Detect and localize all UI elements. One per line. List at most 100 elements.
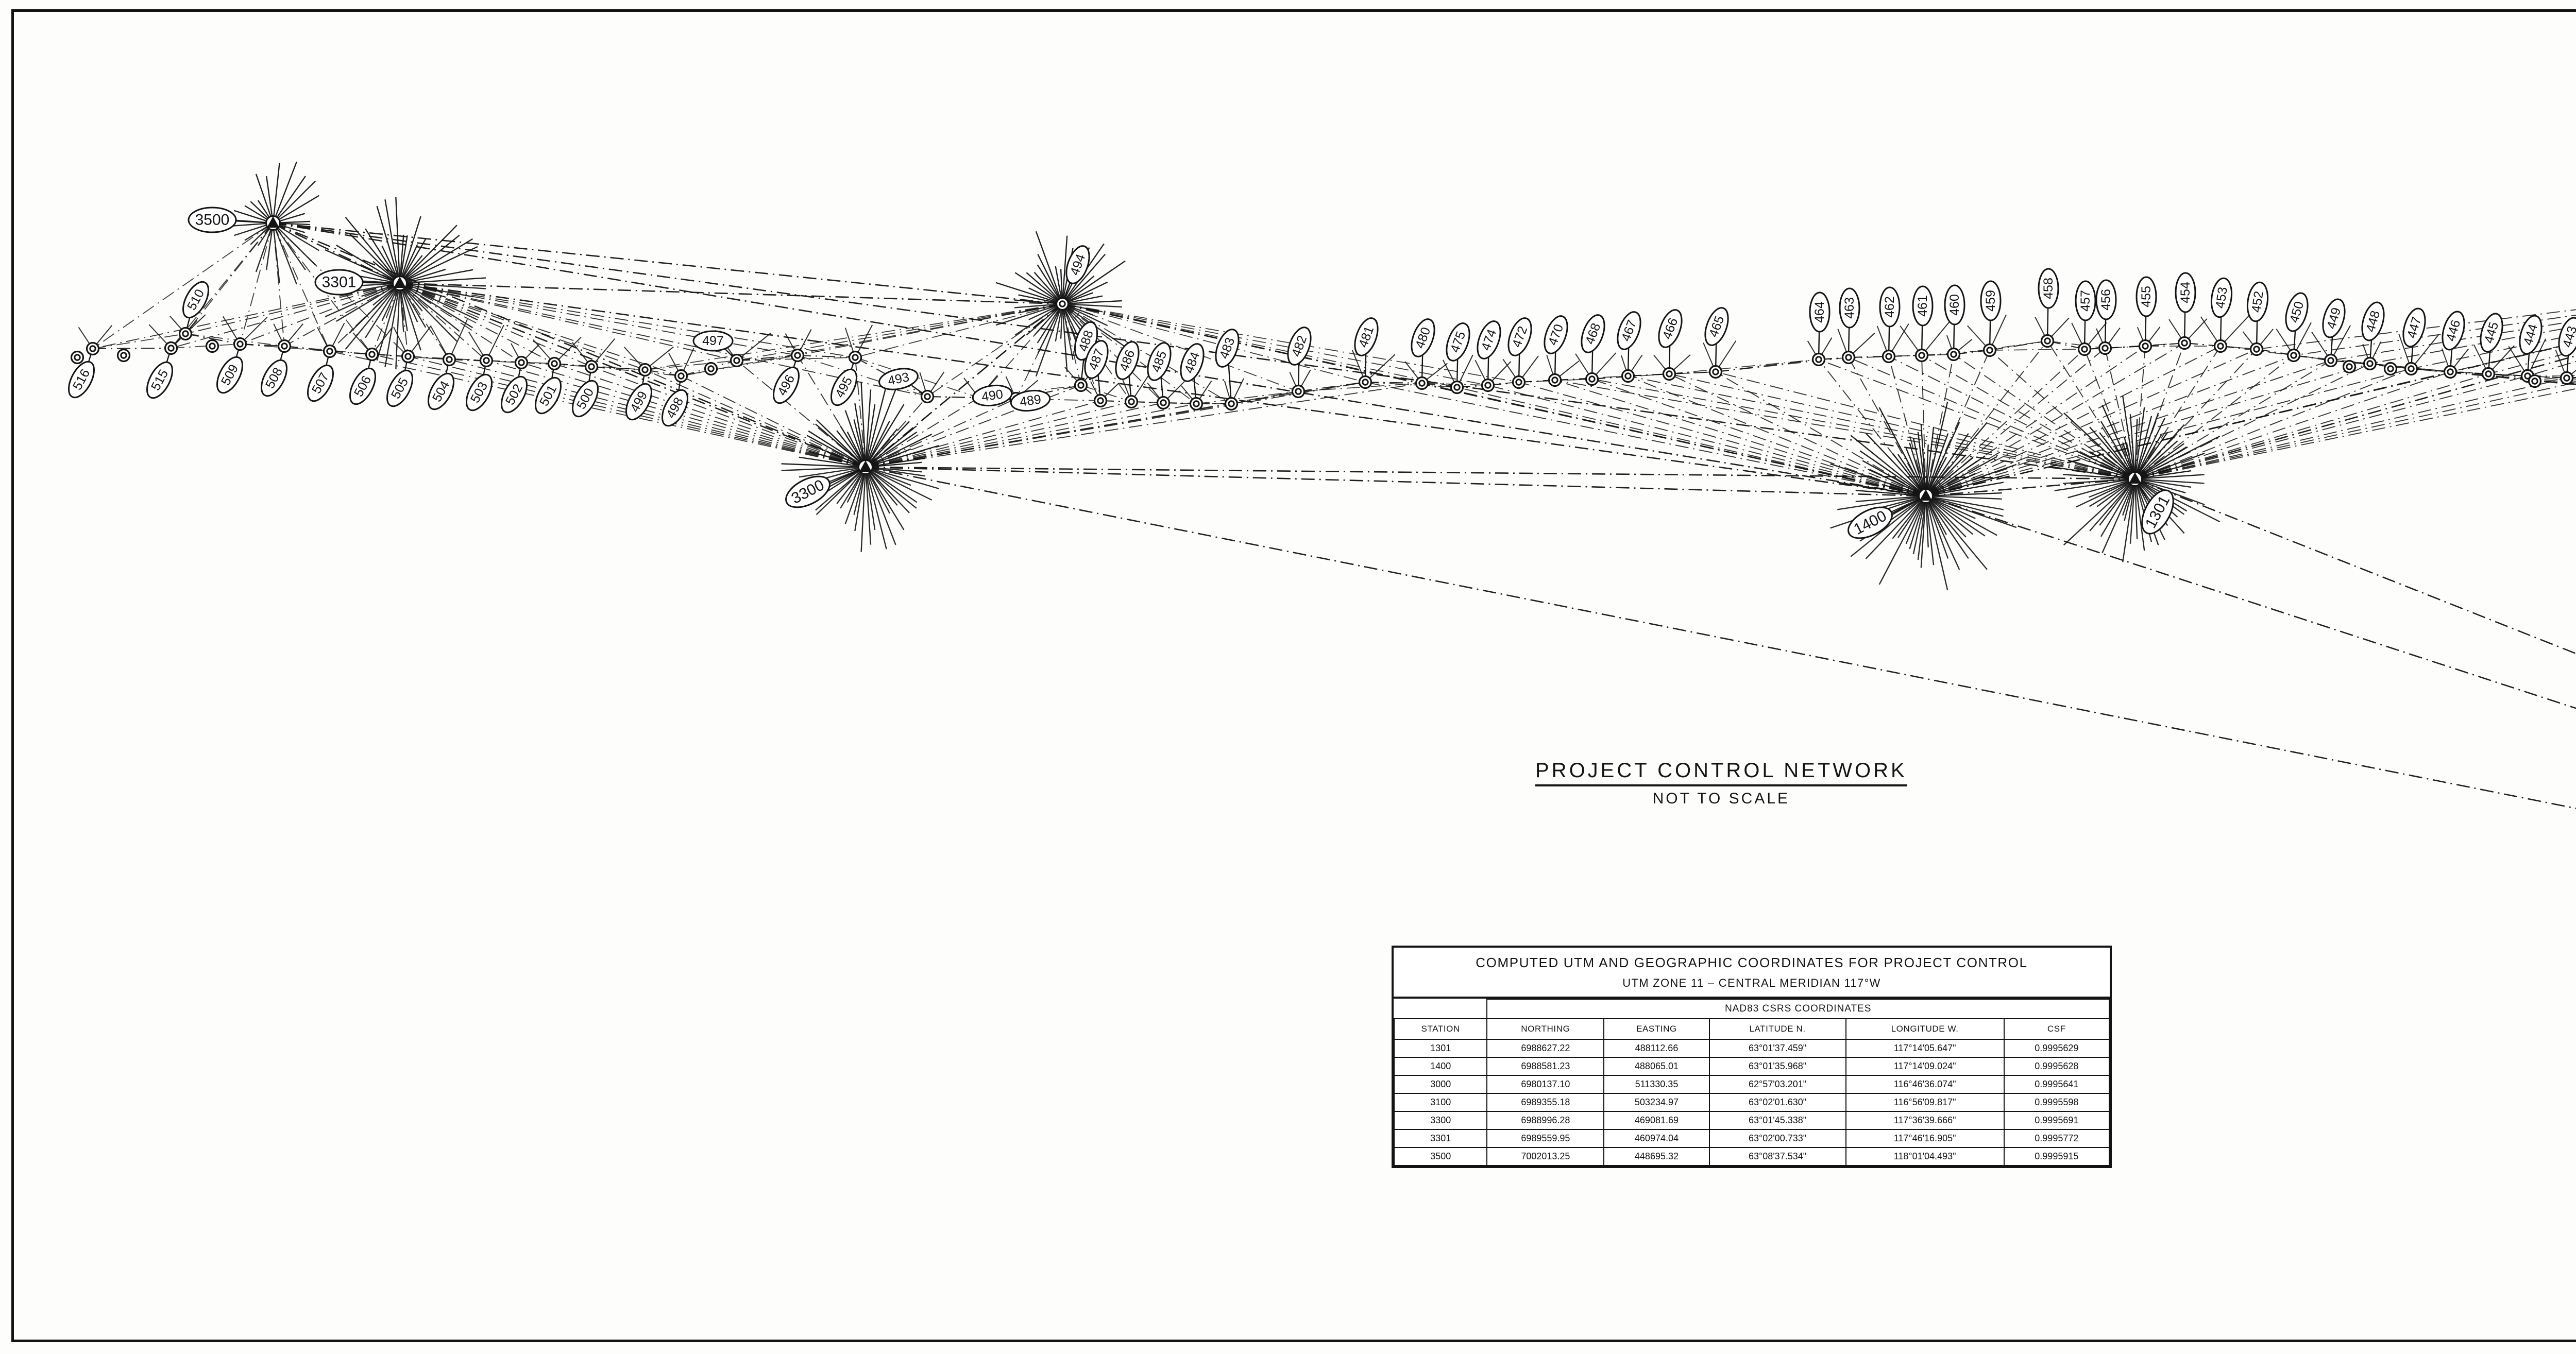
station-label-balloon: 462	[1879, 286, 1901, 328]
cell-latitude-n: 62°57'03.201"	[1708, 1075, 1846, 1094]
station-label-balloon: 495	[831, 368, 857, 406]
traverse-point-marker	[2249, 342, 2264, 356]
station-label-balloon: 464	[1809, 292, 1831, 333]
cell-latitude-n: 63°01'45.338"	[1708, 1111, 1846, 1130]
traverse-point-marker	[2560, 371, 2574, 385]
station-label-balloon: 448	[2361, 301, 2385, 341]
station-label-balloon: 455	[2136, 276, 2157, 317]
cell-station: 3300	[1393, 1111, 1488, 1130]
group-header-nad83: NAD83 CSRS COORDINATES	[1486, 999, 2110, 1019]
cell-easting: 469081.69	[1603, 1111, 1710, 1130]
traverse-point-marker	[1224, 397, 1239, 411]
traverse-point-marker	[1093, 393, 1108, 408]
traverse-point-marker	[1156, 396, 1171, 410]
traverse-point-marker	[638, 363, 652, 377]
station-label-balloon: 482	[1287, 327, 1312, 366]
traverse-point-marker	[1662, 367, 1676, 381]
cell-station: 1301	[1393, 1039, 1488, 1058]
cell-csf: 0.9995598	[2003, 1093, 2110, 1112]
station-label-balloon: 3500	[188, 207, 237, 233]
traverse-point-marker	[704, 362, 718, 376]
traverse-point-marker	[584, 359, 599, 374]
station-label-balloon: 497	[692, 330, 734, 352]
station-label-balloon: 507	[307, 364, 334, 402]
cell-easting: 503234.97	[1603, 1093, 1710, 1112]
station-label-balloon: 461	[1912, 285, 1934, 327]
traverse-point-marker	[86, 341, 100, 356]
cell-csf: 0.9995691	[2003, 1111, 2110, 1130]
station-label-balloon: 447	[2402, 307, 2426, 348]
station-label-balloon: 443	[2558, 317, 2576, 357]
station-label-balloon: 498	[662, 389, 688, 427]
station-label-balloon: 484	[1180, 343, 1205, 382]
cell-longitude-w: 117°36'39.666"	[1845, 1111, 2005, 1130]
cell-northing: 6989355.18	[1486, 1093, 1605, 1112]
station-label-balloon: 444	[2519, 315, 2543, 355]
traverse-point-marker	[1882, 349, 1896, 364]
station-label-balloon: 453	[2210, 277, 2233, 318]
cell-northing: 6980137.10	[1486, 1075, 1605, 1094]
station-label-balloon: 470	[1544, 315, 1568, 354]
cell-longitude-w: 116°56'09.817"	[1845, 1093, 2005, 1112]
traverse-point-marker	[1585, 372, 1599, 386]
traverse-point-marker	[178, 327, 193, 341]
network-title-block: PROJECT CONTROL NETWORK NOT TO SCALE	[1535, 759, 1907, 808]
station-label-balloon: 468	[1581, 314, 1605, 353]
station-label-text: 453	[2213, 286, 2230, 309]
traverse-point-marker	[1415, 376, 1429, 390]
traverse-point-marker	[365, 347, 379, 362]
network-subtitle: NOT TO SCALE	[1652, 790, 1790, 807]
cell-latitude-n: 63°02'00.733"	[1708, 1129, 1846, 1148]
traverse-point-marker	[1982, 343, 1997, 357]
station-label-balloon: 445	[2480, 313, 2503, 353]
cell-csf: 0.9995628	[2003, 1057, 2110, 1076]
station-label-balloon: 494	[1065, 245, 1090, 284]
cell-csf: 0.9995641	[2003, 1075, 2110, 1094]
cell-easting: 448695.32	[1603, 1147, 1710, 1166]
station-label-balloon: 485	[1147, 342, 1172, 381]
station-label-balloon: 475	[1446, 322, 1470, 362]
station-label-text: 490	[980, 387, 1004, 404]
traverse-point-marker	[164, 341, 178, 355]
traverse-point-marker	[2098, 341, 2112, 355]
station-label-balloon: 480	[1411, 318, 1435, 357]
cell-station: 1400	[1393, 1057, 1488, 1076]
station-label-balloon: 463	[1839, 287, 1860, 329]
station-label-balloon: 508	[261, 359, 287, 397]
station-label-balloon: 516	[68, 361, 95, 399]
cell-longitude-w: 117°14'09.024"	[1845, 1057, 2005, 1076]
station-label-balloon: 458	[2038, 268, 2059, 309]
station-label-balloon: 506	[349, 367, 376, 405]
cell-csf: 0.9995915	[2003, 1147, 2110, 1166]
traverse-point-marker	[1055, 297, 1070, 311]
traverse-point-marker	[2383, 362, 2398, 376]
station-label-text: 463	[1842, 297, 1857, 319]
traverse-point-marker	[1946, 347, 1961, 362]
traverse-point-marker	[70, 350, 84, 365]
cell-longitude-w: 117°46'16.905"	[1845, 1129, 2005, 1148]
cell-station: 3301	[1393, 1129, 1488, 1148]
column-header-station: STATION	[1393, 1018, 1488, 1040]
station-label-balloon: 456	[2095, 279, 2117, 320]
traverse-point-marker	[401, 349, 415, 364]
cell-easting: 511330.35	[1603, 1075, 1710, 1094]
station-label-balloon: 483	[1215, 329, 1240, 368]
cell-longitude-w: 116°46'36.074"	[1845, 1075, 2005, 1094]
traverse-point-marker	[442, 352, 456, 367]
traverse-point-marker	[547, 356, 562, 371]
station-label-text: 497	[702, 334, 724, 348]
station-label-balloon: 505	[386, 369, 413, 407]
station-label-balloon: 500	[572, 380, 599, 418]
control-station-marker	[1918, 488, 1934, 504]
station-label-balloon: 515	[146, 361, 173, 399]
table-group-header-row: NAD83 CSRS COORDINATES	[1394, 999, 2110, 1019]
traverse-point-marker	[920, 389, 935, 404]
station-label-balloon: 3300	[785, 475, 831, 508]
